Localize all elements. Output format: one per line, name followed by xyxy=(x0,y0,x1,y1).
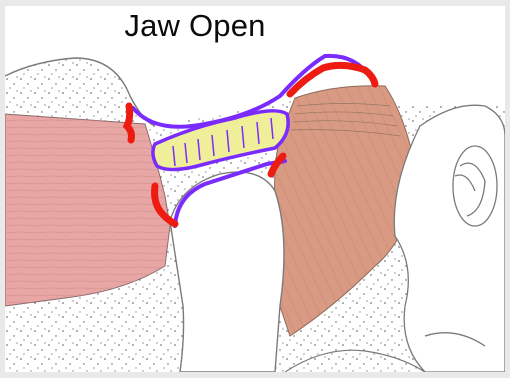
diagram-canvas: Jaw Open xyxy=(5,6,505,372)
diagram-title: Jaw Open xyxy=(5,8,385,44)
ear-structure xyxy=(394,105,505,372)
mandibular-condyle xyxy=(170,172,284,372)
jaw-joint-diagram xyxy=(5,6,505,372)
